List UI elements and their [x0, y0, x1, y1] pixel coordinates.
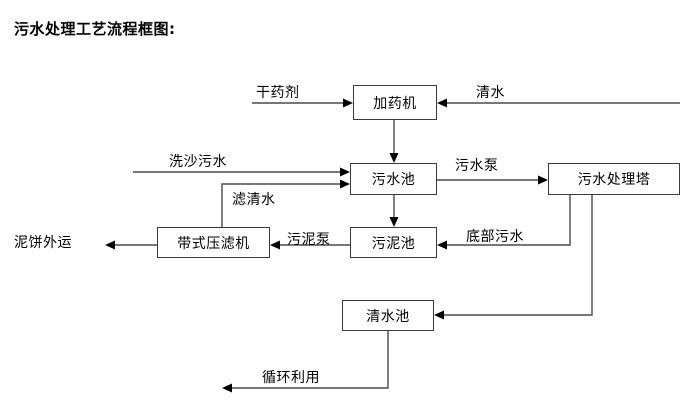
arrowhead-filtrate [340, 179, 350, 189]
node-dosing-machine[interactable]: 加药机 [353, 85, 437, 120]
arrowhead-dry-agent [343, 98, 353, 108]
edge-label-bottom-sewage: 底部污水 [466, 229, 524, 245]
wire-bottom-sewage-to-sludge-pool [444, 195, 571, 246]
arrowhead-mud-cake [105, 240, 115, 250]
arrowhead-sand-wash [340, 167, 350, 177]
node-clean-water-pool[interactable]: 清水池 [342, 300, 434, 331]
edge-label-sand-wash-sewage: 洗沙污水 [169, 154, 227, 170]
arrowhead-clean-water [437, 98, 447, 108]
arrowhead-sludge-pump [270, 240, 280, 250]
wire-tower-to-clean-water-pool [441, 195, 593, 316]
edge-label-recycle-reuse: 循环利用 [262, 370, 320, 386]
arrowhead-tower-to-clean-water [434, 310, 444, 320]
edge-label-sludge-pump: 污泥泵 [287, 232, 331, 248]
node-sewage-pool[interactable]: 污水池 [350, 163, 437, 195]
edge-label-sewage-pump: 污水泵 [455, 158, 499, 174]
node-clean-water-pool-label: 清水池 [366, 308, 410, 325]
node-treatment-tower[interactable]: 污水处理塔 [548, 163, 680, 195]
node-treatment-tower-label: 污水处理塔 [577, 172, 651, 188]
arrowhead-sewage-pump [538, 175, 548, 185]
page-title: 污水处理工艺流程框图: [14, 20, 176, 38]
node-dosing-machine-label: 加药机 [373, 95, 417, 112]
node-belt-filter-press[interactable]: 带式压滤机 [157, 227, 270, 258]
edge-label-mud-cake-outbound: 泥饼外运 [14, 235, 72, 251]
node-sludge-pool[interactable]: 污泥池 [350, 227, 437, 258]
arrowhead-recycle [222, 383, 232, 393]
edge-label-filtrate-water: 滤清水 [232, 192, 276, 208]
node-belt-filter-press-label: 带式压滤机 [177, 235, 250, 252]
wire-filtrate-to-sewage-pool [221, 183, 343, 227]
node-sewage-pool-label: 污水池 [371, 172, 416, 188]
arrowhead-dosing-to-sewage-pool [389, 153, 399, 163]
edge-label-dry-agent: 干药剂 [256, 85, 300, 101]
node-sludge-pool-label: 污泥池 [371, 235, 416, 252]
wire-clean-water-recycle [229, 330, 389, 389]
arrowhead-bottom-sewage [437, 240, 447, 250]
edge-label-clean-water-in: 清水 [476, 85, 505, 101]
arrowhead-sewage-to-sludge [389, 217, 399, 227]
